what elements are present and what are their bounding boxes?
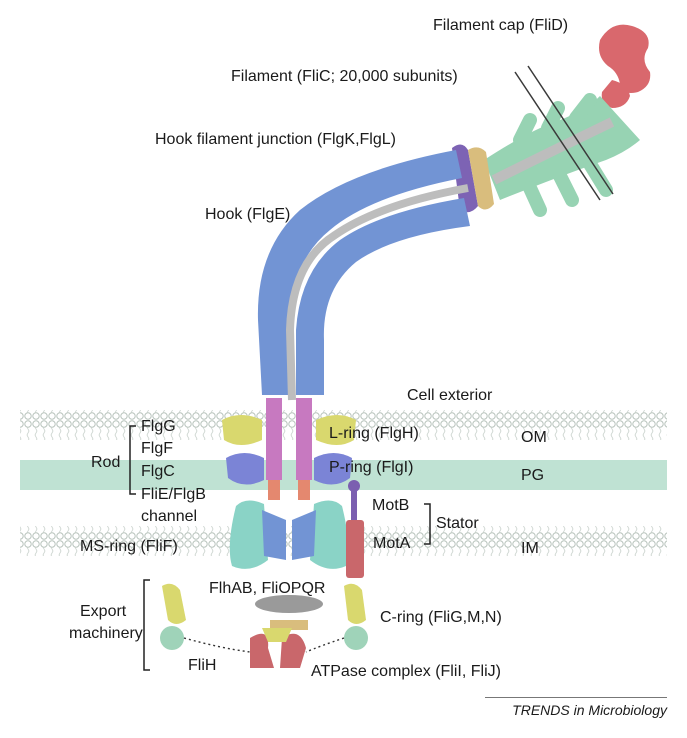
stator-bracket bbox=[424, 503, 431, 545]
hook-filament-junction bbox=[452, 144, 494, 213]
label-om: OM bbox=[521, 429, 547, 446]
label-c-ring: C-ring (FliG,M,N) bbox=[380, 609, 502, 626]
label-flgF: FlgF bbox=[141, 440, 173, 457]
p-ring bbox=[226, 453, 352, 485]
break-line bbox=[527, 65, 614, 195]
label-fliH: FliH bbox=[188, 657, 217, 674]
filament-cap bbox=[599, 24, 651, 108]
label-hook-filament-junction: Hook filament junction (FlgK,FlgL) bbox=[155, 131, 396, 148]
rod bbox=[266, 398, 312, 500]
atpase-complex bbox=[250, 633, 306, 668]
stator bbox=[346, 480, 364, 578]
label-flgC: FlgC bbox=[141, 463, 175, 480]
label-cell-exterior: Cell exterior bbox=[407, 387, 493, 404]
label-machinery: machinery bbox=[69, 625, 143, 642]
label-filament-cap: Filament cap (FliD) bbox=[433, 17, 569, 34]
ms-ring bbox=[229, 500, 349, 569]
label-im: IM bbox=[521, 540, 539, 557]
break-line bbox=[514, 71, 601, 201]
label-flie-flgb: FliE/FlgB bbox=[141, 486, 206, 503]
label-stator: Stator bbox=[436, 515, 479, 532]
label-motA: MotA bbox=[373, 535, 411, 552]
label-pg: PG bbox=[521, 467, 545, 484]
l-ring bbox=[222, 415, 356, 445]
atpase-top bbox=[262, 628, 292, 642]
label-export: Export bbox=[80, 603, 127, 620]
label-motB: MotB bbox=[372, 497, 410, 514]
c-ring-left bbox=[160, 583, 186, 650]
label-hook: Hook (FlgE) bbox=[205, 206, 291, 223]
label-atpase: ATPase complex (FliI, FliJ) bbox=[311, 663, 501, 680]
label-flgG: FlgG bbox=[141, 418, 176, 435]
label-ms-ring: MS-ring (FliF) bbox=[80, 538, 178, 555]
filament bbox=[484, 93, 640, 217]
flih-connector bbox=[183, 637, 251, 653]
credit-text: TRENDS in Microbiology bbox=[512, 702, 667, 718]
label-channel: channel bbox=[141, 508, 198, 525]
flih-connector bbox=[305, 637, 345, 653]
export-apparatus-tan bbox=[270, 620, 308, 630]
label-rod: Rod bbox=[91, 454, 121, 471]
credit-rule bbox=[485, 697, 667, 698]
export-apparatus bbox=[255, 595, 323, 613]
export-bracket bbox=[143, 579, 150, 671]
label-flhab: FlhAB, FliOPQR bbox=[209, 580, 326, 597]
c-ring-right bbox=[344, 583, 368, 650]
label-filament: Filament (FliC; 20,000 subunits) bbox=[231, 68, 458, 85]
hook bbox=[257, 150, 470, 401]
label-p-ring: P-ring (FlgI) bbox=[329, 459, 414, 476]
rod-bracket bbox=[129, 425, 136, 495]
label-l-ring: L-ring (FlgH) bbox=[329, 425, 419, 442]
